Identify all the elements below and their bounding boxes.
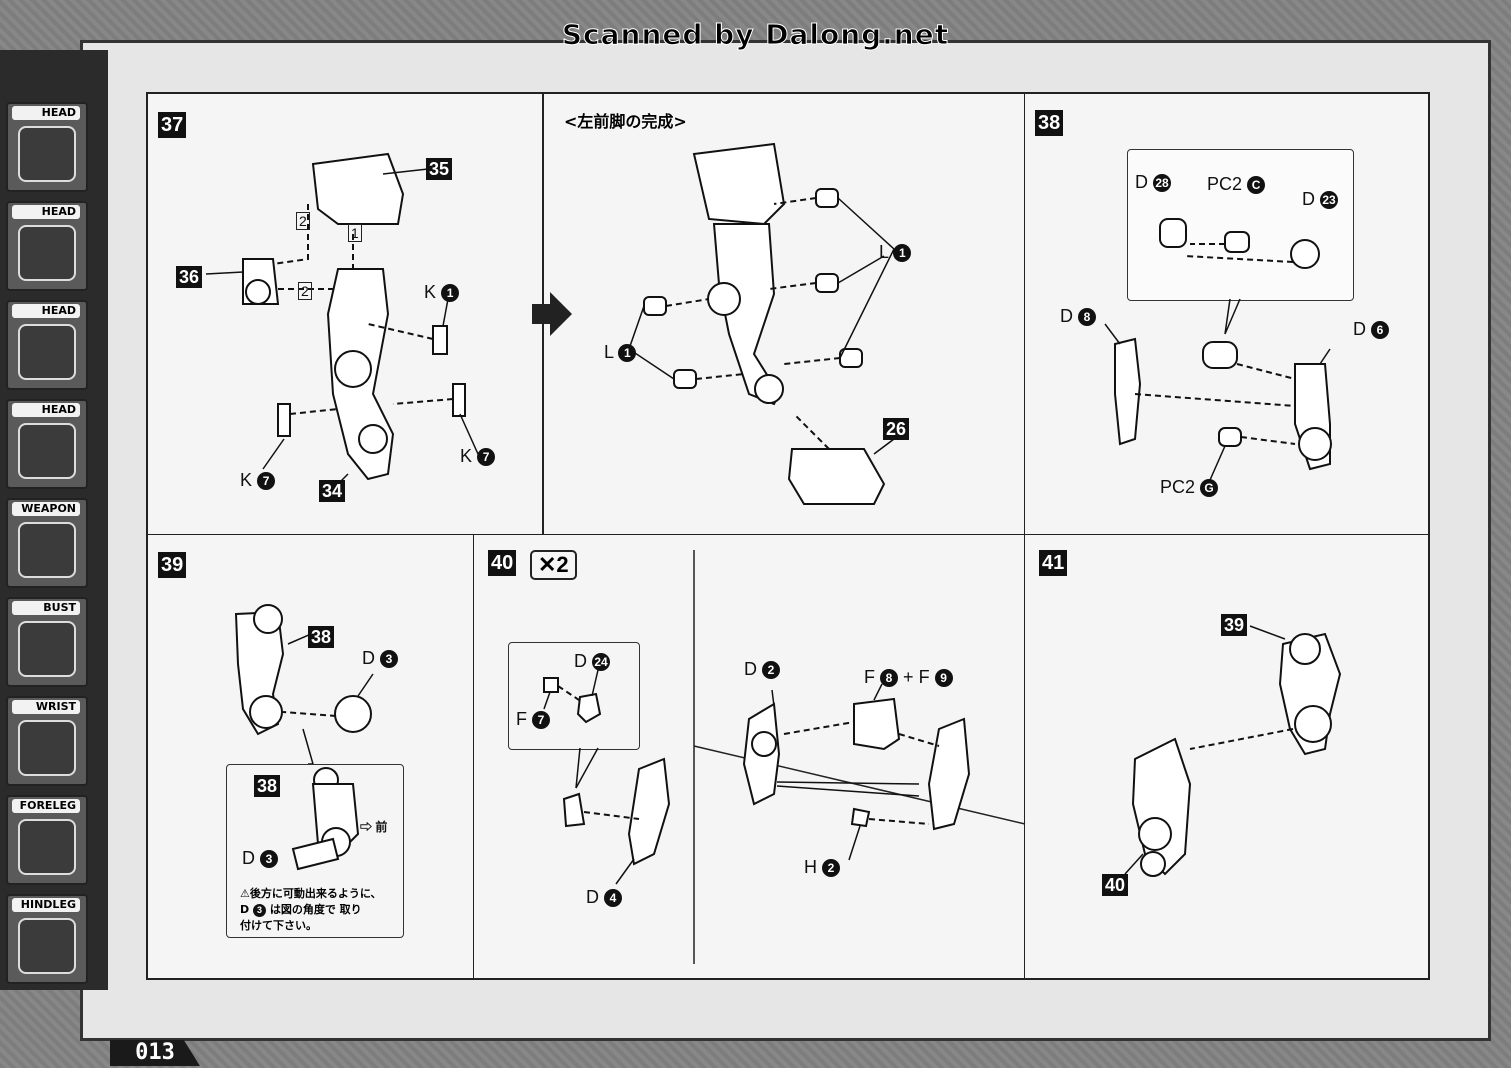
part-label: F 7	[516, 709, 551, 730]
part-label: F 8 + F 9	[864, 667, 953, 688]
tab-label: WEAPON	[12, 502, 80, 516]
scan-watermark: Scanned by Dalong.net	[561, 18, 950, 52]
tab-hindleg[interactable]: HINDLEG	[6, 894, 88, 984]
step-40-panel: 40 ✕2	[474, 534, 1026, 980]
lion-head-icon	[18, 225, 76, 281]
step-40-illustration	[543, 550, 1026, 964]
tab-wrist[interactable]: WRIST	[6, 696, 88, 786]
tab-label: WRIST	[12, 700, 80, 714]
part-callout-39: 39	[1221, 614, 1248, 636]
tab-head-4[interactable]: HEAD	[6, 399, 88, 489]
part-label: K 7	[460, 446, 496, 467]
step-38-illustration	[1104, 218, 1332, 481]
part-label: H 2	[804, 857, 841, 878]
step-41-panel: 41 39 40	[1025, 534, 1430, 980]
step-39-illustration	[234, 604, 374, 871]
tab-label: HINDLEG	[12, 898, 80, 912]
wrist-icon	[18, 720, 76, 776]
instruction-grid: 37 35 36 34 2 1 2	[146, 92, 1430, 980]
part-label: PC2 G	[1160, 477, 1219, 498]
step-37-panel: 37 35 36 34 2 1 2	[148, 94, 543, 534]
front-direction-label: ⇨ 前	[360, 820, 388, 834]
part-label: D 8	[1060, 306, 1097, 327]
part-label: D 3	[242, 848, 279, 869]
part-label: D 6	[1353, 319, 1390, 340]
step-38-panel: 38 D 28 PC2 C D 23 D 8 D 6 PC2 G	[1025, 94, 1430, 534]
step-number: 38	[1035, 110, 1064, 136]
part-callout-26: 26	[883, 418, 910, 440]
section-sidebar: HEAD HEAD HEAD HEAD WEAPON BUST WRIST FO…	[0, 50, 108, 990]
weapon-icon	[18, 522, 76, 578]
part-callout-40: 40	[1102, 874, 1129, 896]
row-divider	[148, 534, 1430, 535]
foreleg-icon	[18, 819, 76, 875]
part-label: D 28	[1135, 172, 1172, 193]
lion-head-icon	[18, 423, 76, 479]
tab-label: HEAD	[12, 403, 80, 417]
bust-icon	[18, 621, 76, 677]
completion-panel: <左前脚の完成> L 1 L 1 26	[532, 94, 1025, 534]
tab-foreleg[interactable]: FORELEG	[6, 795, 88, 885]
part-label: D 24	[574, 651, 611, 672]
tab-weapon[interactable]: WEAPON	[6, 498, 88, 588]
order-marker: 2	[296, 212, 310, 230]
order-marker: 1	[348, 224, 362, 242]
tab-bust[interactable]: BUST	[6, 597, 88, 687]
lion-head-icon	[18, 126, 76, 182]
part-callout-38: 38	[254, 775, 281, 797]
part-label: L 1	[879, 242, 912, 263]
part-callout-34: 34	[319, 480, 346, 502]
lion-head-icon	[18, 324, 76, 380]
step-number: 37	[158, 112, 187, 138]
part-label: D 2	[744, 659, 781, 680]
step-39-panel: 39 38 D 3 38 ⇨ 前 D 3 ⚠後方に可動出来るように、 D 3 は…	[148, 534, 474, 980]
tab-label: HEAD	[12, 106, 80, 120]
part-label: PC2 C	[1207, 174, 1266, 195]
quantity-multiplier: ✕2	[530, 550, 577, 580]
page-number: 013	[110, 1040, 200, 1066]
tab-label: HEAD	[12, 304, 80, 318]
completion-title: <左前脚の完成>	[564, 112, 687, 131]
part-label: D 3	[362, 648, 399, 669]
tab-label: BUST	[12, 601, 80, 615]
completed-foreleg-illustration	[532, 142, 895, 505]
step-41-illustration	[1124, 625, 1342, 877]
step-number: 41	[1039, 550, 1068, 576]
order-marker: 2	[298, 282, 312, 300]
detail-inset	[508, 642, 640, 750]
step-number: 39	[158, 552, 187, 578]
assembly-note: ⚠後方に可動出来るように、 D 3 は図の角度で 取り 付けて下さい。	[240, 886, 382, 934]
part-label: D 23	[1302, 189, 1339, 210]
step-number: 40	[488, 550, 517, 576]
part-label: K 7	[240, 470, 276, 491]
tab-head-1[interactable]: HEAD	[6, 102, 88, 192]
tab-label: HEAD	[12, 205, 80, 219]
hindleg-icon	[18, 918, 76, 974]
part-callout-36: 36	[176, 266, 203, 288]
part-label: K 1	[424, 282, 460, 303]
part-callout-35: 35	[426, 158, 453, 180]
tab-head-3[interactable]: HEAD	[6, 300, 88, 390]
note-line: ⚠後方に可動出来るように、	[240, 887, 382, 900]
part-callout-38: 38	[308, 626, 335, 648]
part-label: D 4	[586, 887, 623, 908]
note-line: 付けて下さい。	[240, 919, 317, 932]
detail-inset	[226, 764, 404, 938]
step-37-illustration	[205, 152, 479, 485]
tab-label: FORELEG	[12, 799, 80, 813]
note-line: D 3 は図の角度で 取り	[240, 903, 362, 917]
tab-head-2[interactable]: HEAD	[6, 201, 88, 291]
part-label: L 1	[604, 342, 637, 363]
